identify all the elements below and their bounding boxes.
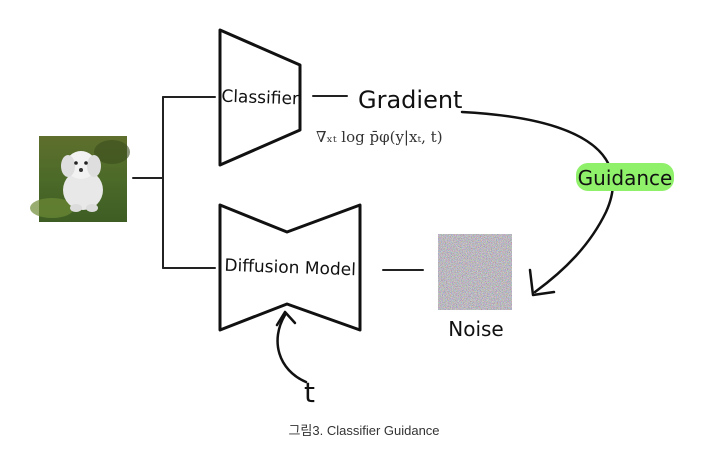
guidance-highlight [576,163,674,191]
time-label: t [304,376,315,409]
diffusion-model-block [218,203,362,332]
gradient-label: Gradient [358,86,462,114]
guidance-label: Guidance [578,166,673,190]
time-arrow [276,313,308,384]
classifier-label: Classifier [221,87,299,110]
figure-caption: 그림3. Classifier Guidance [288,423,439,438]
noise-image [438,234,512,310]
time-arrowhead [275,310,297,327]
classifier-block [218,28,302,167]
gradient-formula: ∇ₓₜ log p̄φ(y|xₜ, t) [316,128,443,146]
input-connector-lines [132,96,216,269]
noise-label: Noise [448,317,503,341]
dog-photo-image [30,136,130,222]
guidance-arrow [460,110,615,294]
guidance-arrowhead [528,268,556,297]
diffusion-model-label: Diffusion Model [224,256,356,281]
